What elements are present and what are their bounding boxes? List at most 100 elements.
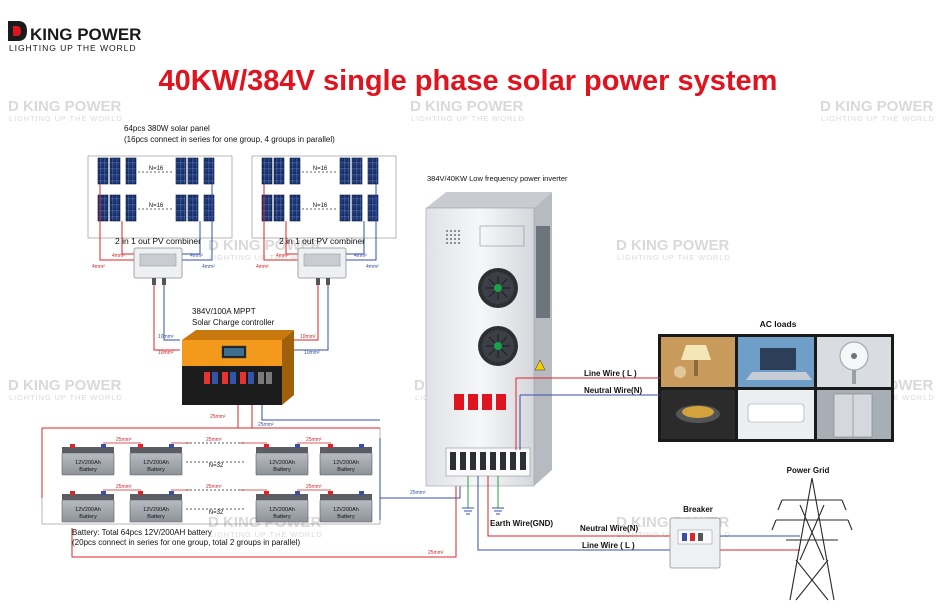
battery-row-top: 12V200Ah Battery 12V200Ah Battery 12V200… [61, 437, 373, 476]
watermark-tagline: LIGHTING UP THE WORLD [821, 114, 935, 123]
battery-spec: 12V200Ah [143, 460, 169, 466]
battery-cell: 12V200Ah Battery [61, 491, 115, 523]
earth-wiring [467, 476, 499, 508]
pv-combiner-box [133, 247, 183, 285]
pv-combiner-label: 2 in 1 out PV combiner [115, 236, 201, 246]
watermark-name: D KING POWER [8, 98, 122, 115]
watermark-tagline: LIGHTING UP THE WORLD [209, 530, 323, 539]
terminal-block [445, 447, 531, 477]
vent-grille [446, 225, 550, 318]
load-refrigerator [817, 390, 891, 439]
solar-panel-description-detail: (16pcs connect in series for one group, … [124, 135, 335, 144]
breaker-switches [454, 394, 506, 410]
wire-spec-10mm: 10mm² [300, 334, 316, 340]
breaker-label: Breaker [683, 505, 713, 514]
pv-array-right: N=16 N=16 2 in 1 out PV combiner 4mm² 4m… [251, 155, 397, 285]
controller-label: 384V/100A MPPT [192, 307, 256, 316]
logo-name: KING POWER [30, 25, 141, 44]
pv-series-label: N=16 [149, 203, 164, 209]
neutral-wire-label: Neutral Wire(N) [584, 386, 642, 395]
battery-type: Battery [79, 467, 97, 473]
battery-cell: 12V200Ah Battery [319, 444, 373, 476]
wire-spec-4mm: 4mm² [92, 264, 105, 270]
wire-spec-4mm: 4mm² [256, 264, 269, 270]
wire-spec-4mm: 4mm² [366, 264, 379, 270]
inverter-label: 384V/40KW Low frequency power inverter [427, 174, 568, 183]
pv-combiner-box [297, 247, 347, 285]
watermark-tagline: LIGHTING UP THE WORLD [617, 253, 731, 262]
breaker-box [669, 517, 721, 569]
load-laptop [738, 337, 814, 387]
wire-spec-25mm: 25mm² [206, 484, 222, 490]
battery-row-bottom: 12V200Ah Battery 12V200Ah Battery 12V200… [61, 484, 373, 523]
watermark-tagline: LIGHTING UP THE WORLD [209, 253, 323, 262]
wire-spec-10mm: 10mm² [158, 334, 174, 340]
watermark-logo: D KING POWER LIGHTING UP THE WORLD [8, 98, 123, 123]
wire-spec-10mm: 10mm² [158, 350, 174, 356]
wire-spec-25mm: 25mm² [410, 490, 426, 496]
watermark-logo: D KING POWER LIGHTING UP THE WORLD [820, 98, 935, 123]
battery-series-label: N=32 [209, 463, 224, 469]
grid-line-wire-label: Line Wire ( L ) [582, 541, 635, 550]
controller-terminals [204, 372, 272, 384]
terminal-screws [450, 452, 526, 470]
battery-cell: 12V200Ah Battery [255, 444, 309, 476]
inverter-to-loads-wiring [515, 377, 660, 450]
watermark-name: D KING POWER [616, 237, 730, 254]
watermark-logo: D KING POWER LIGHTING UP THE WORLD [616, 237, 731, 262]
battery-spec: 12V200Ah [75, 507, 101, 513]
battery-type: Battery [79, 514, 97, 520]
wire-spec-25mm: 25mm² [206, 437, 222, 443]
pv-array-frame [251, 155, 397, 239]
logo: KING POWER LIGHTING UP THE WORLD [8, 21, 141, 53]
wire-spec-25mm: 25mm² [116, 437, 132, 443]
battery-type: Battery [147, 467, 165, 473]
wire-spec-4mm: 4mm² [354, 253, 367, 259]
watermark-name: D KING POWER [820, 98, 934, 115]
battery-cell: 12V200Ah Battery [319, 491, 373, 523]
wire-spec-25mm: 25mm² [258, 422, 274, 428]
battery-spec: 12V200Ah [333, 460, 359, 466]
power-tower-icon [771, 477, 853, 601]
line-wire-label: Line Wire ( L ) [584, 369, 637, 378]
load-air-conditioner [738, 390, 814, 439]
wire-spec-25mm: 25mm² [306, 484, 322, 490]
battery-cell: 12V200Ah Battery [61, 444, 115, 476]
mppt-controller [182, 330, 294, 405]
load-lamp [661, 337, 735, 387]
load-stove [661, 390, 735, 439]
battery-type: Battery [337, 467, 355, 473]
watermark-logo: D KING POWER LIGHTING UP THE WORLD [8, 377, 122, 402]
power-grid-label: Power Grid [787, 466, 830, 475]
battery-type: Battery [337, 514, 355, 520]
wire-spec-25mm: 25mm² [306, 437, 322, 443]
inverter-to-grid-wiring [477, 476, 800, 551]
ac-loads-grid [658, 334, 894, 442]
watermark-tagline: LIGHTING UP THE WORLD [9, 114, 123, 123]
load-fan [817, 337, 891, 387]
battery-spec: 12V200Ah [269, 507, 295, 513]
watermark-logo: D KING POWER LIGHTING UP THE WORLD [208, 237, 323, 262]
wire-spec-4mm: 4mm² [190, 253, 203, 259]
pv-series-label: N=16 [313, 166, 328, 172]
battery-spec: 12V200Ah [269, 460, 295, 466]
solar-panel-description: 64pcs 380W solar panel [124, 124, 210, 133]
ground-icon [462, 507, 504, 515]
battery-cell: 12V200Ah Battery [129, 491, 183, 523]
pv-series-label: N=16 [313, 203, 328, 209]
watermark-name: D KING POWER [208, 237, 322, 254]
watermark-name: D KING POWER [410, 98, 524, 115]
inverter [425, 192, 552, 487]
pv-combiner-label: 2 in 1 out PV combiner [279, 236, 365, 246]
fan-bottom [478, 326, 518, 366]
battery-cell: 12V200Ah Battery [129, 444, 183, 476]
fan-top [478, 268, 518, 308]
watermark-name: D KING POWER [8, 377, 122, 394]
wire-spec-25mm: 25mm² [210, 414, 226, 420]
pv-array-left: N=16 N=16 2 in 1 out PV combiner 4mm² 4m… [87, 155, 233, 285]
battery-type: Battery [273, 467, 291, 473]
battery-spec: 12V200Ah [75, 460, 101, 466]
earth-wire-label: Earth Wire(GND) [490, 519, 553, 528]
